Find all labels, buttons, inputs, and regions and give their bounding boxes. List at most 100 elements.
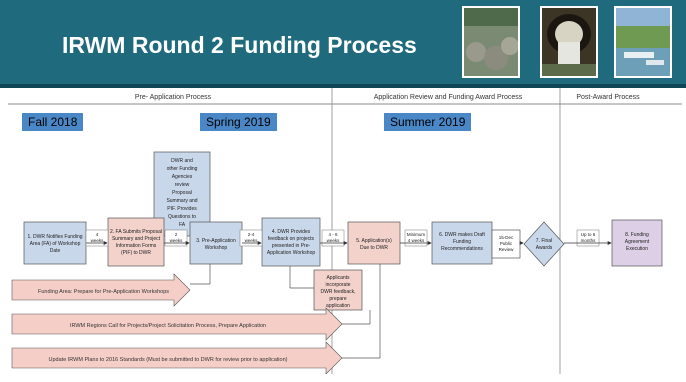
duration-label-d5: Minimum (407, 232, 426, 237)
step-2-line: (PIF) to DWR (121, 250, 151, 256)
duration-label-d3: 2-4 (248, 232, 255, 237)
river-photo (614, 6, 672, 78)
step-1-line: Area (FA) of Workshop (30, 241, 81, 247)
step-1-box (23, 221, 87, 265)
step-1-line: 1. DWR Notifies Funding (27, 234, 82, 240)
dwr-review-line: review (175, 182, 190, 188)
step-5-line: Due to DWR (360, 245, 388, 251)
bar-update-plans (11, 341, 343, 374)
culvert-photo-art (542, 8, 596, 76)
step-8-line: Execution (626, 246, 648, 252)
public-review-line: 15-Dec (499, 235, 514, 240)
bar-project-solicitation-label: IRWM Regions Call for Projects/Project S… (70, 323, 266, 329)
step-8-box (611, 219, 663, 267)
step-2-box (107, 217, 165, 267)
duration-label-d2: weeks (170, 238, 184, 243)
duration-label-d1: 4 (96, 232, 99, 237)
duration-box-d5 (404, 229, 428, 247)
season-spring: Spring 2019 (200, 113, 277, 131)
phase-header-row (8, 88, 682, 104)
step-4-line: presented in Pre- (272, 243, 311, 249)
step-3-box (189, 221, 243, 265)
funding-process-diagram: Pre- Application Process Application Rev… (8, 88, 682, 374)
step-5-line: 5. Application(s) (356, 238, 392, 244)
rocks-photo (462, 6, 520, 78)
dwr-review-line: Questions to (168, 214, 196, 220)
applicants-line: prepare (329, 296, 346, 302)
dwr-review-line: other Funding (167, 166, 198, 172)
public-review-line: Public (500, 241, 513, 246)
dwr-review-line: PIF. Provides (167, 206, 197, 212)
bar-prepare-workshops-label: Funding Area: Prepare for Pre-Applicatio… (38, 289, 169, 295)
duration-label-d2: 2 (175, 232, 178, 237)
duration-box-d2 (164, 229, 188, 247)
step-8-line: 8. Funding (625, 232, 649, 238)
duration-box-d4 (321, 229, 345, 247)
public-review-box (491, 229, 521, 259)
step-6-box (431, 221, 493, 265)
applicants-line: incorporate (325, 282, 350, 288)
duration-label-d4: 4 - 6 (328, 232, 338, 237)
culvert-photo (540, 6, 598, 78)
slide-title: IRWM Round 2 Funding Process (62, 32, 417, 58)
step-2-line: Information Forms (116, 243, 157, 249)
phase-pre-label: Pre- Application Process (135, 94, 212, 101)
step-7-line: Awards (536, 245, 553, 251)
step-3-line: 3. Pre-Application (196, 238, 236, 244)
applicants-line: application (326, 303, 350, 309)
step-4-line: feedback on projects (268, 236, 315, 242)
applicants-line: Applicants (326, 275, 350, 281)
step-8-line: Agreement (625, 239, 650, 245)
dwr-review-line: DWR and (171, 158, 193, 164)
bar-prepare-workshops (11, 273, 191, 307)
duration-box-d1 (85, 229, 109, 247)
rocks-photo-art (464, 8, 518, 76)
step-3-line: Workshop (205, 245, 228, 251)
step-7-diamond (523, 221, 565, 267)
applicants-line: DWR feedback, (320, 289, 355, 295)
step-4-line: Application Workshop (267, 250, 315, 256)
duration-label-d6: months (581, 238, 597, 243)
phase-review-label: Application Review and Funding Award Pro… (374, 94, 523, 101)
header-stripe (0, 84, 686, 88)
public-review-line: Review (499, 247, 515, 252)
duration-label-d4: weeks (327, 238, 341, 243)
step-1-line: Date (50, 248, 61, 254)
step-4-box (261, 217, 321, 267)
season-summer: Summer 2019 (384, 113, 472, 131)
step-5-text: 5. Application(s)Due to DWR (356, 238, 392, 251)
duration-label-d6: Up to 6 (581, 232, 596, 237)
dwr-review-line: Agencies (172, 174, 193, 180)
duration-label-d5: 4 weeks (408, 238, 425, 243)
bar-project-solicitation (11, 307, 343, 341)
step-4-line: 4. DWR Provides (272, 229, 311, 235)
duration-label-d3: weeks (245, 238, 259, 243)
season-fall: Fall 2018 (22, 113, 84, 131)
step-6-line: 6. DWR makes Draft (439, 232, 485, 238)
applicants-box (313, 269, 363, 311)
step-6-line: Funding (453, 239, 471, 245)
dwr-review-line: Summary and (166, 198, 197, 204)
step-5-box (347, 221, 401, 265)
phase-post-label: Post-Award Process (576, 94, 640, 101)
step-7-line: 7. Final (536, 238, 552, 244)
step-2-line: 2. FA Submits Proposal (110, 229, 162, 235)
step-2-line: Summary and Project (112, 236, 161, 242)
duration-box-d6 (576, 229, 600, 247)
bar-update-plans-label: Update IRWM Plans to 2016 Standards (Mus… (49, 357, 288, 363)
dwr-review-line: FA (179, 222, 186, 228)
dwr-review-line: Proposal (172, 190, 192, 196)
river-photo-art (616, 8, 670, 76)
duration-label-d1: weeks (91, 238, 105, 243)
